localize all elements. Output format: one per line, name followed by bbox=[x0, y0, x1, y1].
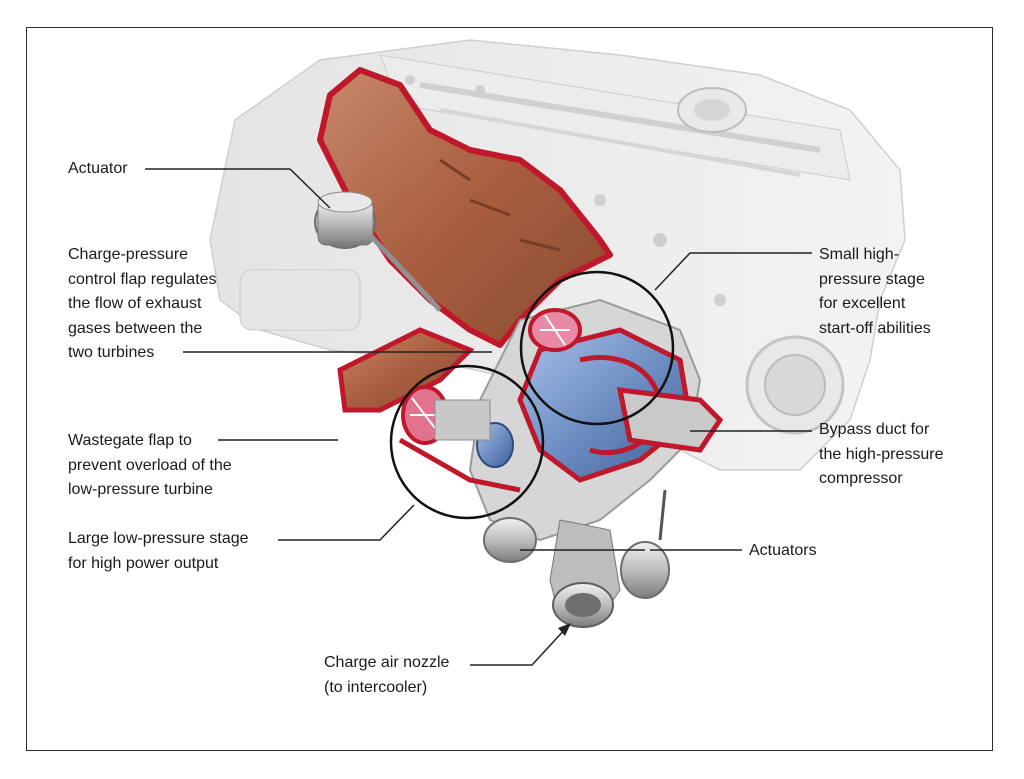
charge-air-nozzle bbox=[549, 519, 621, 628]
label-actuator: Actuator bbox=[68, 160, 128, 177]
actuator-top bbox=[314, 191, 442, 312]
label-bypass-duct: Bypass duct for the high-pressure compre… bbox=[819, 421, 944, 487]
turbocharger-assembly bbox=[398, 298, 724, 542]
leader-low-pressure-stage bbox=[278, 504, 415, 541]
leader-charge-air-nozzle bbox=[470, 626, 568, 666]
label-high-pressure-stage: Small high- pressure stage for excellent… bbox=[819, 246, 931, 337]
label-actuators: Actuators bbox=[749, 542, 817, 559]
leader-high-pressure-stage bbox=[654, 252, 812, 291]
label-charge-pressure-flap: Charge-pressure control flap regulates t… bbox=[68, 246, 217, 361]
label-low-pressure-stage: Large low-pressure stage for high power … bbox=[68, 530, 249, 572]
arrowhead-charge-air bbox=[558, 623, 571, 636]
exhaust-manifold bbox=[317, 67, 613, 413]
leader-actuator bbox=[145, 168, 331, 209]
label-charge-air-nozzle: Charge air nozzle (to intercooler) bbox=[324, 654, 450, 696]
low-pressure-stage-circle bbox=[389, 364, 545, 520]
label-wastegate-flap: Wastegate flap to prevent overload of th… bbox=[68, 432, 232, 498]
high-pressure-stage-circle bbox=[519, 270, 675, 426]
actuators-bottom bbox=[483, 489, 670, 599]
